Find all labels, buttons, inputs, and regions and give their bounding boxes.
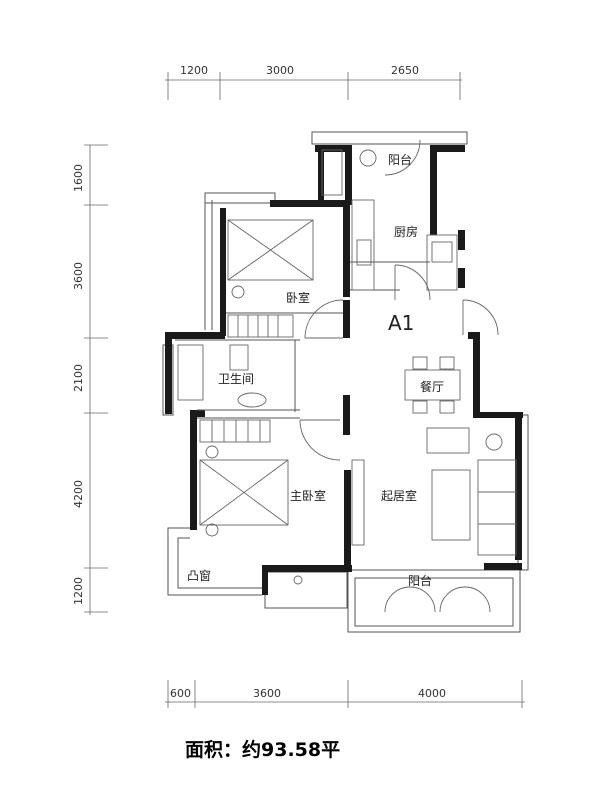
- dim-bottom-1: 600: [170, 687, 191, 700]
- dim-left-4: 4200: [72, 480, 85, 508]
- dim-top-2: 3000: [266, 64, 294, 77]
- dim-left-3: 2100: [72, 364, 85, 392]
- label-living: 起居室: [381, 488, 417, 503]
- label-balcony-top: 阳台: [388, 152, 412, 167]
- label-master-bedroom: 主卧室: [290, 488, 326, 503]
- dim-left-2: 3600: [72, 262, 85, 290]
- dim-bottom-2: 3600: [253, 687, 281, 700]
- door-swings: [299, 139, 499, 613]
- unit-label: A1: [388, 311, 414, 335]
- dim-left-1: 1600: [72, 164, 85, 192]
- left-dimensions: 1600 3600 2100 4200 1200: [72, 144, 108, 615]
- label-balcony-bottom: 阳台: [408, 573, 432, 588]
- room-labels: 阳台 厨房 卧室 A1 卫生间 餐厅 主卧室 起居室 凸窗 阳台: [187, 152, 444, 588]
- walls: [165, 145, 523, 595]
- label-bathroom: 卫生间: [218, 372, 254, 386]
- dim-top-1: 1200: [180, 64, 208, 77]
- bottom-dimensions: 600 3600 4000: [165, 680, 525, 708]
- label-bay-window: 凸窗: [187, 569, 211, 583]
- dim-left-5: 1200: [72, 577, 85, 605]
- partitions: [175, 261, 430, 419]
- dim-top-3: 2650: [391, 64, 419, 77]
- label-kitchen: 厨房: [394, 224, 418, 239]
- label-bedroom: 卧室: [286, 290, 310, 305]
- furniture: [177, 149, 517, 585]
- dim-bottom-3: 4000: [418, 687, 446, 700]
- area-caption: 面积：约93.58平: [185, 738, 340, 761]
- label-dining: 餐厅: [420, 379, 444, 394]
- top-dimensions: 1200 3000 2650: [165, 64, 462, 100]
